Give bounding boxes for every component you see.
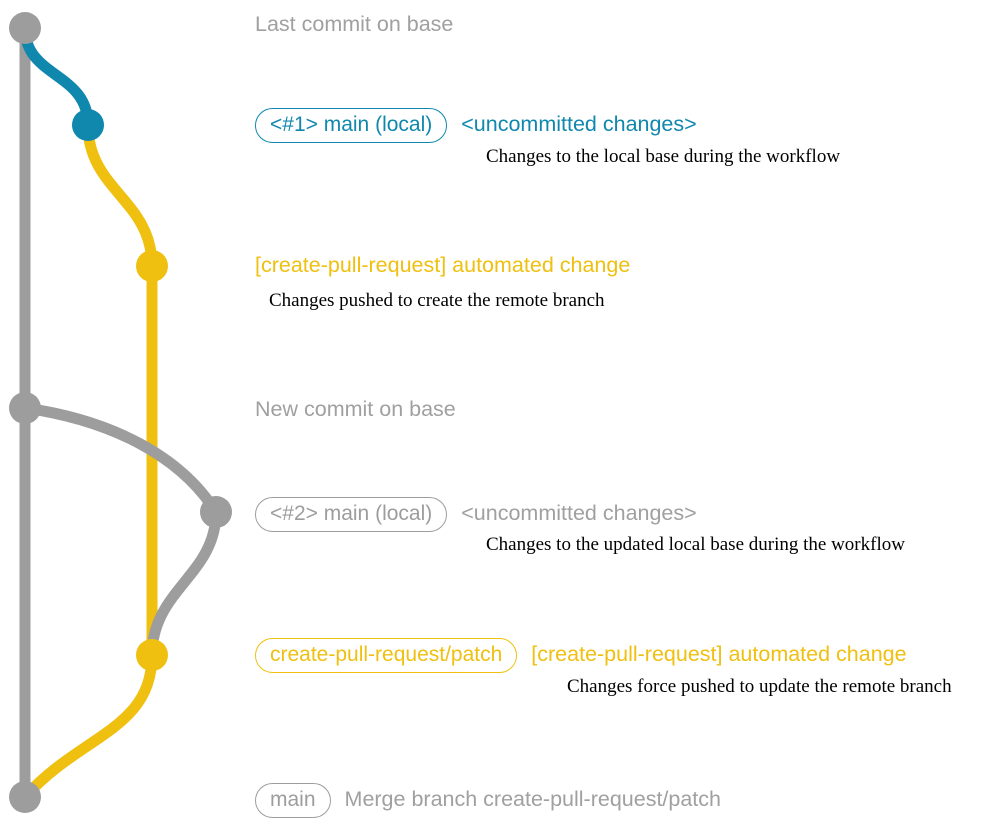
commit-row-local-commit-1: <#1> main (local) <uncommitted changes> — [255, 108, 697, 144]
node-merge-commit — [9, 781, 41, 813]
commit-headline: <uncommitted changes> — [461, 501, 697, 525]
node-remote-commit-2 — [136, 639, 168, 671]
commit-headline: New commit on base — [255, 397, 456, 421]
commit-headline: Last commit on base — [255, 12, 454, 36]
commit-row-remote-commit-2: create-pull-request/patch [create-pull-r… — [255, 638, 907, 674]
node-base-head — [9, 12, 41, 44]
commit-subtext-remote-1: Changes pushed to create the remote bran… — [269, 290, 605, 311]
commit-headline: Merge branch create-pull-request/patch — [344, 787, 721, 811]
branch-pill-main-local-1[interactable]: <#1> main (local) — [255, 108, 448, 144]
commit-row-local-commit-2: <#2> main (local) <uncommitted changes> — [255, 497, 697, 533]
edge-base-new-to-local-2 — [19, 402, 222, 518]
commit-graph — [9, 12, 232, 813]
node-remote-commit-1 — [136, 250, 168, 282]
commit-row-merge-commit: main Merge branch create-pull-request/pa… — [255, 783, 721, 819]
branch-pill-main-local-2[interactable]: <#2> main (local) — [255, 497, 448, 533]
commit-row-remote-commit-1: [create-pull-request] automated change — [255, 253, 630, 279]
branch-pill-main[interactable]: main — [255, 783, 331, 819]
edge-remote-2-to-merge — [19, 649, 158, 803]
node-local-commit-1 — [72, 109, 104, 141]
commit-headline: [create-pull-request] automated change — [255, 253, 631, 277]
commit-headline: [create-pull-request] automated change — [531, 642, 907, 666]
commit-subtext-remote-2: Changes force pushed to update the remot… — [567, 676, 952, 697]
edge-local-2-to-remote-2 — [146, 506, 222, 661]
commit-headline: <uncommitted changes> — [461, 112, 697, 136]
node-base-new-commit — [9, 392, 41, 424]
commit-subtext-local-1: Changes to the local base during the wor… — [486, 146, 841, 167]
commit-row-last-commit-on-base: Last commit on base — [255, 12, 453, 38]
edge-base-to-local-1 — [19, 22, 94, 131]
edge-local-1-to-remote-1 — [82, 119, 158, 272]
node-local-commit-2 — [200, 496, 232, 528]
commit-subtext-local-2: Changes to the updated local base during… — [486, 534, 905, 555]
commit-row-new-commit-on-base: New commit on base — [255, 397, 456, 423]
branch-pill-create-pull-request-patch[interactable]: create-pull-request/patch — [255, 638, 518, 674]
